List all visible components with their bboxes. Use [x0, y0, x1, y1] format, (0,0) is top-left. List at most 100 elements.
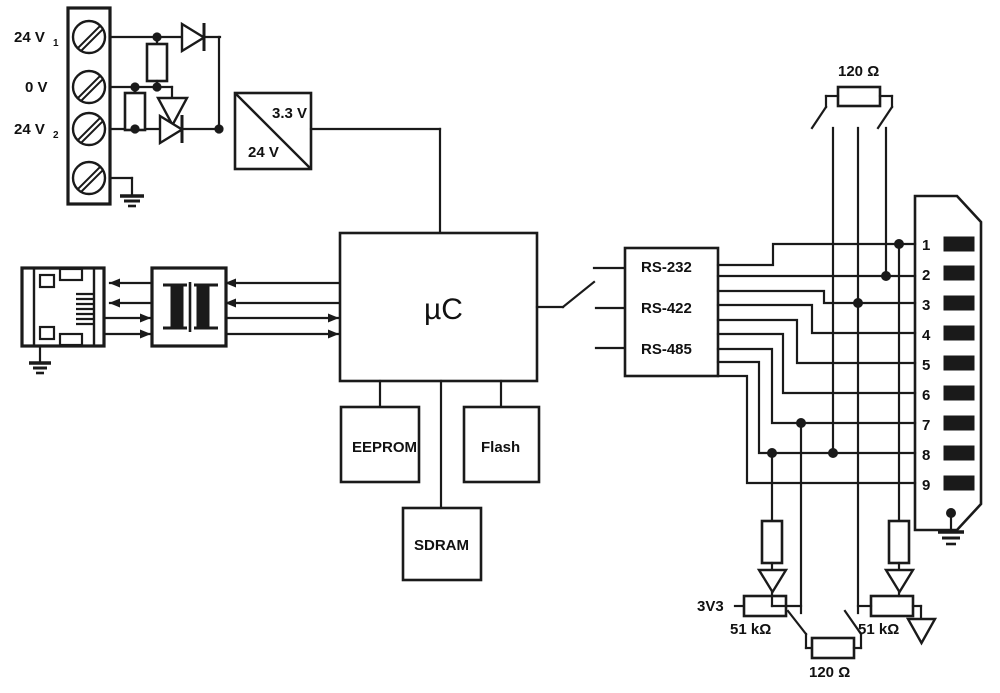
bus-line-f — [894, 239, 904, 523]
bias-right-network: 51 kΩ — [856, 590, 938, 646]
converter-output-label: 3.3 V — [272, 105, 307, 122]
wire-serial-pin9 — [716, 374, 917, 485]
wire-serial-pin4 — [716, 303, 917, 335]
db9-pin-number: 4 — [922, 327, 931, 344]
junction-dot — [152, 82, 162, 92]
db9-contact — [943, 475, 975, 491]
mcu-label: µC — [424, 293, 463, 326]
resistor-120-bottom — [810, 636, 856, 660]
reference-triangle — [905, 617, 938, 646]
screw-terminal — [71, 69, 107, 105]
reference-triangle — [883, 568, 916, 595]
top-termination-network: 120 Ω — [810, 63, 894, 130]
input-protection-network — [108, 21, 224, 146]
db9-contact — [943, 325, 975, 341]
wire-serial-pin5 — [716, 318, 917, 365]
terminal-label-24v1-sub: 1 — [53, 38, 59, 49]
eeprom-body — [339, 405, 421, 484]
dcdc-converter: 3.3 V 24 V — [233, 91, 313, 171]
serial-block-body — [623, 246, 720, 378]
db9-pin-number: 7 — [922, 417, 930, 434]
resistor-upper — [145, 42, 169, 83]
junction-dot — [767, 448, 777, 458]
bus-line-e — [881, 126, 891, 281]
junction-dot — [130, 82, 140, 92]
db9-contact — [943, 295, 975, 311]
db9-contact — [943, 415, 975, 431]
wire-converter-to-mcu — [309, 127, 442, 235]
serial-label-rs422: RS-422 — [641, 300, 692, 317]
flash-block: Flash — [462, 379, 541, 484]
screw-terminal — [71, 111, 107, 147]
converter-diagonal — [235, 93, 311, 169]
junction-dot — [828, 448, 838, 458]
mcu-block: µC — [338, 231, 539, 383]
wire-serial-pin3 — [716, 289, 917, 305]
switch-arm-bottom-right[interactable] — [843, 609, 863, 636]
rj45-jack — [20, 266, 106, 375]
terminal-label-24v1: 24 V — [14, 29, 45, 46]
serial-interface-block: RS-232 RS-422 RS-485 — [623, 246, 720, 378]
db9-pin-number: 2 — [922, 267, 930, 284]
sdram-label: SDRAM — [414, 537, 469, 554]
ethernet-rx-pair — [108, 278, 154, 308]
switch-arm-right[interactable] — [876, 105, 894, 130]
junction-dot — [214, 124, 224, 134]
sdram-block: SDRAM — [401, 379, 483, 582]
db9-contact — [943, 236, 975, 252]
power-terminal-block — [66, 6, 112, 206]
eeprom-label: EEPROM — [352, 439, 417, 456]
reference-triangle — [756, 568, 789, 595]
db9-contact — [943, 445, 975, 461]
eeprom-block: EEPROM — [339, 379, 421, 484]
db9-pin-number: 8 — [922, 447, 930, 464]
wire-serial-pin7 — [716, 347, 917, 425]
bottom-termination-network: 120 Ω — [786, 609, 863, 681]
mcu-body — [338, 231, 539, 383]
resistor-51k-right — [869, 594, 915, 618]
terminal-label-0v: 0 V — [25, 79, 48, 96]
switch-arm-bottom-left[interactable] — [786, 609, 808, 636]
chassis-earth-terminal — [108, 176, 144, 208]
junction-dot — [894, 239, 904, 249]
junction-dot — [881, 271, 891, 281]
bottom-resistor-label: 120 Ω — [809, 664, 850, 681]
sdram-body — [401, 506, 483, 582]
transformer-to-mcu-tx — [224, 313, 340, 339]
junction-dot — [130, 124, 140, 134]
db9-pin-number: 1 — [922, 237, 930, 254]
left-pulldown-network — [756, 519, 789, 595]
bus-line-d — [853, 126, 863, 615]
bus-line-a — [767, 448, 777, 523]
wire-serial-pin6 — [716, 332, 917, 395]
bias-left-network: 3V3 51 kΩ — [697, 590, 803, 638]
flash-label: Flash — [481, 439, 520, 456]
db9-contact — [943, 355, 975, 371]
serial-label-rs232: RS-232 — [641, 259, 692, 276]
screw-terminal — [71, 160, 107, 196]
db9-pin-number: 5 — [922, 357, 930, 374]
serial-mode-selector-switch[interactable] — [535, 266, 627, 350]
db9-contact — [943, 385, 975, 401]
bus-line-b — [796, 418, 806, 615]
db9-connector: 1 2 3 4 5 6 7 8 9 — [913, 194, 983, 546]
junction-dot — [152, 32, 162, 42]
ethernet-tx-pair — [102, 313, 152, 339]
bus-line-c — [828, 126, 838, 458]
diode-upper — [180, 21, 207, 54]
switch-arm-left[interactable] — [810, 105, 828, 130]
bias-resistor-left-label: 51 kΩ — [730, 621, 771, 638]
mcu-to-transformer-rx — [224, 278, 342, 308]
converter-input-label: 24 V — [248, 144, 279, 161]
tvs-diode-triangle — [155, 96, 190, 128]
db9-pin-number: 3 — [922, 297, 930, 314]
db9-pin-number: 9 — [922, 477, 930, 494]
isolation-transformer — [150, 266, 228, 348]
bias-supply-label: 3V3 — [697, 598, 724, 615]
resistor-pulldown-left — [760, 519, 784, 565]
top-resistor-label: 120 Ω — [838, 63, 879, 80]
serial-label-rs485: RS-485 — [641, 341, 692, 358]
terminal-label-24v2-sub: 2 — [53, 130, 59, 141]
